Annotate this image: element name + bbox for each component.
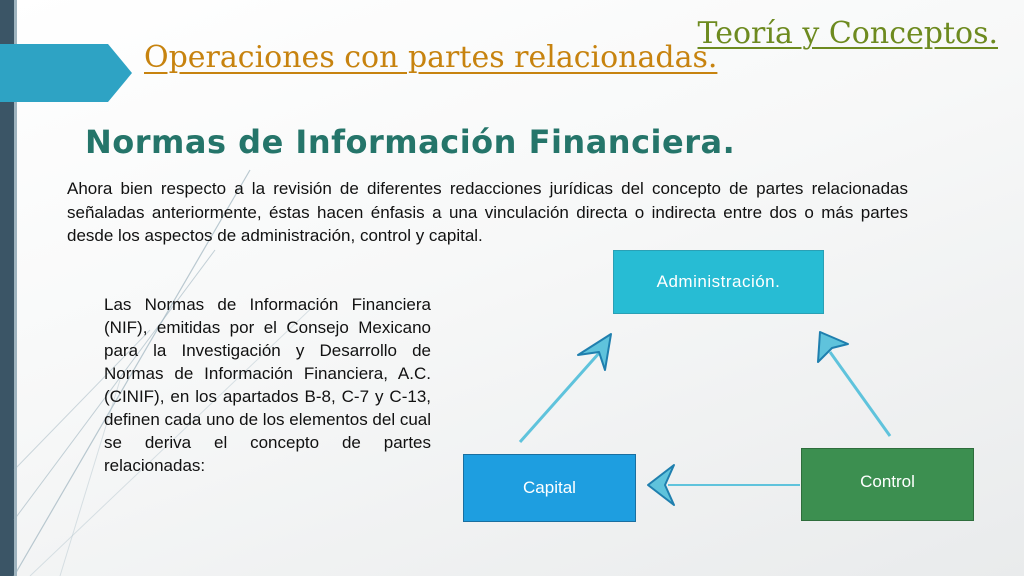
control-label: Control bbox=[860, 471, 915, 491]
arrow-control-to-admin bbox=[828, 351, 892, 437]
sub-heading: Normas de Información Financiera. bbox=[85, 123, 736, 161]
administracion-box: Administración. bbox=[613, 250, 824, 314]
arrow-head-capital bbox=[647, 464, 675, 506]
left-accent-bar bbox=[0, 0, 14, 576]
left-accent-stripe bbox=[14, 0, 17, 576]
administracion-label: Administración. bbox=[656, 272, 781, 291]
slide-title: Operaciones con partes relacionadas. bbox=[144, 40, 718, 75]
control-box: Control bbox=[801, 448, 974, 521]
arrow-head-admin-left bbox=[577, 333, 612, 371]
intro-paragraph: Ahora bien respecto a la revisión de dif… bbox=[67, 179, 908, 245]
decorative-lines bbox=[13, 169, 321, 576]
title-banner bbox=[0, 44, 132, 102]
arrow-capital-to-admin bbox=[518, 351, 602, 443]
arrow-head-admin-right bbox=[817, 331, 849, 363]
nif-paragraph: Las Normas de Información Financiera (NI… bbox=[104, 295, 432, 475]
capital-box: Capital bbox=[463, 454, 636, 522]
section-heading: Teoría y Conceptos. bbox=[697, 16, 998, 51]
capital-label: Capital bbox=[523, 478, 576, 497]
